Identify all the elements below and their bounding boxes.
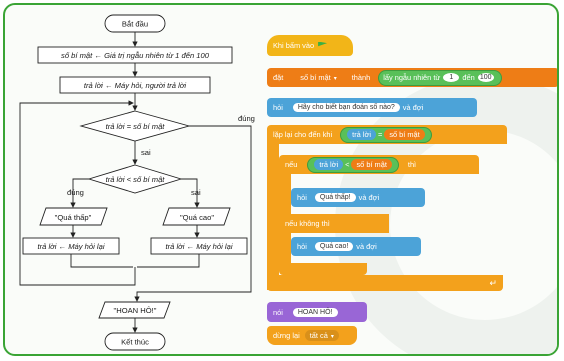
ask-text-input[interactable]: Hãy cho biết bạn đoán số nào? <box>292 103 400 112</box>
stop-label: dừng lại <box>273 331 300 340</box>
yes-label-2: đúng <box>67 188 84 197</box>
say-label: nói <box>273 307 283 317</box>
equals-operator[interactable]: trả lời = số bí mật <box>340 126 432 143</box>
set-label: đặt <box>273 73 284 82</box>
when-clicked-label: Khi bấm vào <box>273 41 315 50</box>
no-label-2: sai <box>191 188 201 197</box>
pick-random-label: lấy ngẫu nhiên từ <box>383 73 441 82</box>
if-else-end <box>279 263 367 275</box>
output-low <box>39 207 108 226</box>
ask-label: trả lời ← Máy hỏi, người trả lời <box>84 81 186 90</box>
repeat-until-block[interactable]: lặp lại cho đến khi trả lời = số bí mật <box>267 125 507 144</box>
reask-right-label: trả lời ← Máy hỏi lại <box>165 242 232 251</box>
else-label: nếu không thì <box>285 219 330 228</box>
secret-reporter[interactable]: số bí mật <box>384 129 425 140</box>
out-win-label: "HOAN HÔ!" <box>114 306 157 315</box>
else-arm <box>279 233 291 265</box>
if-else-block[interactable]: nếu trả lời < số bí mật thì <box>279 155 479 174</box>
start-label: Bắt đầu <box>122 20 148 29</box>
dropdown-arrow-icon: ▾ <box>333 76 337 82</box>
init-label: số bí mật ← Giá trị ngẫu nhiên từ 1 đến … <box>61 51 210 60</box>
loop-arrow-icon: ↵ <box>489 277 497 288</box>
and-wait-label: và đợi <box>402 103 424 112</box>
decision-less <box>87 164 183 194</box>
end-terminal <box>104 332 166 351</box>
to-label: thành <box>351 73 371 82</box>
flowchart: Bắt đầu số bí mật ← Giá trị ngẫu nhiên t… <box>19 14 255 351</box>
repeat-until-end: ↵ <box>267 275 503 291</box>
ask-and-wait-block[interactable]: hỏi Hãy cho biết bạn đoán số nào? và đợi <box>267 98 477 117</box>
say-block[interactable]: nói HOAN HÔ! <box>267 302 367 322</box>
and-wait-label-3: và đợi <box>356 242 377 251</box>
variable-dropdown[interactable]: số bí mật▾ <box>295 72 342 83</box>
less-sign: < <box>345 160 350 169</box>
too-high-input[interactable]: Quá cao! <box>314 242 354 251</box>
repeat-until-label: lặp lại cho đến khi <box>273 130 333 139</box>
ask-label: hỏi <box>273 103 283 112</box>
if-label: nếu <box>285 160 298 169</box>
if-arm <box>279 174 291 214</box>
ask-label-3: hỏi <box>297 242 307 251</box>
green-flag-icon <box>318 41 328 47</box>
yes-label-1: đúng <box>238 114 255 123</box>
answer-reporter[interactable]: trả lời <box>347 129 376 140</box>
out-low-label: "Quá thấp" <box>55 213 92 222</box>
stop-dropdown[interactable]: tất cả▾ <box>304 330 339 341</box>
end-label: Kết thúc <box>121 338 149 347</box>
else-section: nếu không thì <box>279 214 389 233</box>
say-text-input[interactable]: HOAN HÔ! <box>292 307 338 317</box>
secret-reporter-2[interactable]: số bí mật <box>351 159 392 170</box>
too-low-input[interactable]: Quá thấp! <box>314 193 356 202</box>
set-variable-block[interactable]: đặt số bí mật▾ thành lấy ngẫu nhiên từ 1… <box>267 68 557 87</box>
figure-frame: Bắt đầu số bí mật ← Giá trị ngẫu nhiên t… <box>3 3 559 356</box>
no-label-1: sai <box>141 148 151 157</box>
equals-sign: = <box>377 130 383 139</box>
pick-random-reporter[interactable]: lấy ngẫu nhiên từ 1 đến 100 <box>378 69 502 86</box>
reask-left-label: trả lời ← Máy hỏi lại <box>37 242 104 251</box>
stop-option: tất cả <box>309 331 328 340</box>
ask-too-low-block[interactable]: hỏi Quá thấp! và đợi <box>291 188 425 207</box>
random-to-input[interactable]: 100 <box>477 73 494 82</box>
stop-block[interactable]: dừng lại tất cả▾ <box>267 326 357 345</box>
ask-label-2: hỏi <box>297 193 307 202</box>
cond-equal-label: trả lời = số bí mật <box>106 122 166 131</box>
output-high <box>162 207 231 226</box>
variable-name: số bí mật <box>300 73 331 82</box>
random-to-label: đến <box>462 73 475 82</box>
then-label: thì <box>407 160 417 169</box>
repeat-until-arm <box>267 144 279 290</box>
when-flag-clicked-block[interactable]: Khi bấm vào <box>267 35 353 56</box>
cond-less-label: trả lời < số bí mật <box>106 175 166 184</box>
dropdown-arrow-icon-2: ▾ <box>330 334 334 340</box>
random-from-input[interactable]: 1 <box>443 73 460 82</box>
and-wait-label-2: và đợi <box>358 193 380 202</box>
less-than-operator[interactable]: trả lời < số bí mật <box>307 156 399 173</box>
output-win <box>98 301 171 319</box>
answer-reporter-2[interactable]: trả lời <box>314 159 344 170</box>
ask-too-high-block[interactable]: hỏi Quá cao! và đợi <box>291 237 421 256</box>
out-high-label: "Quá cao" <box>180 213 214 222</box>
